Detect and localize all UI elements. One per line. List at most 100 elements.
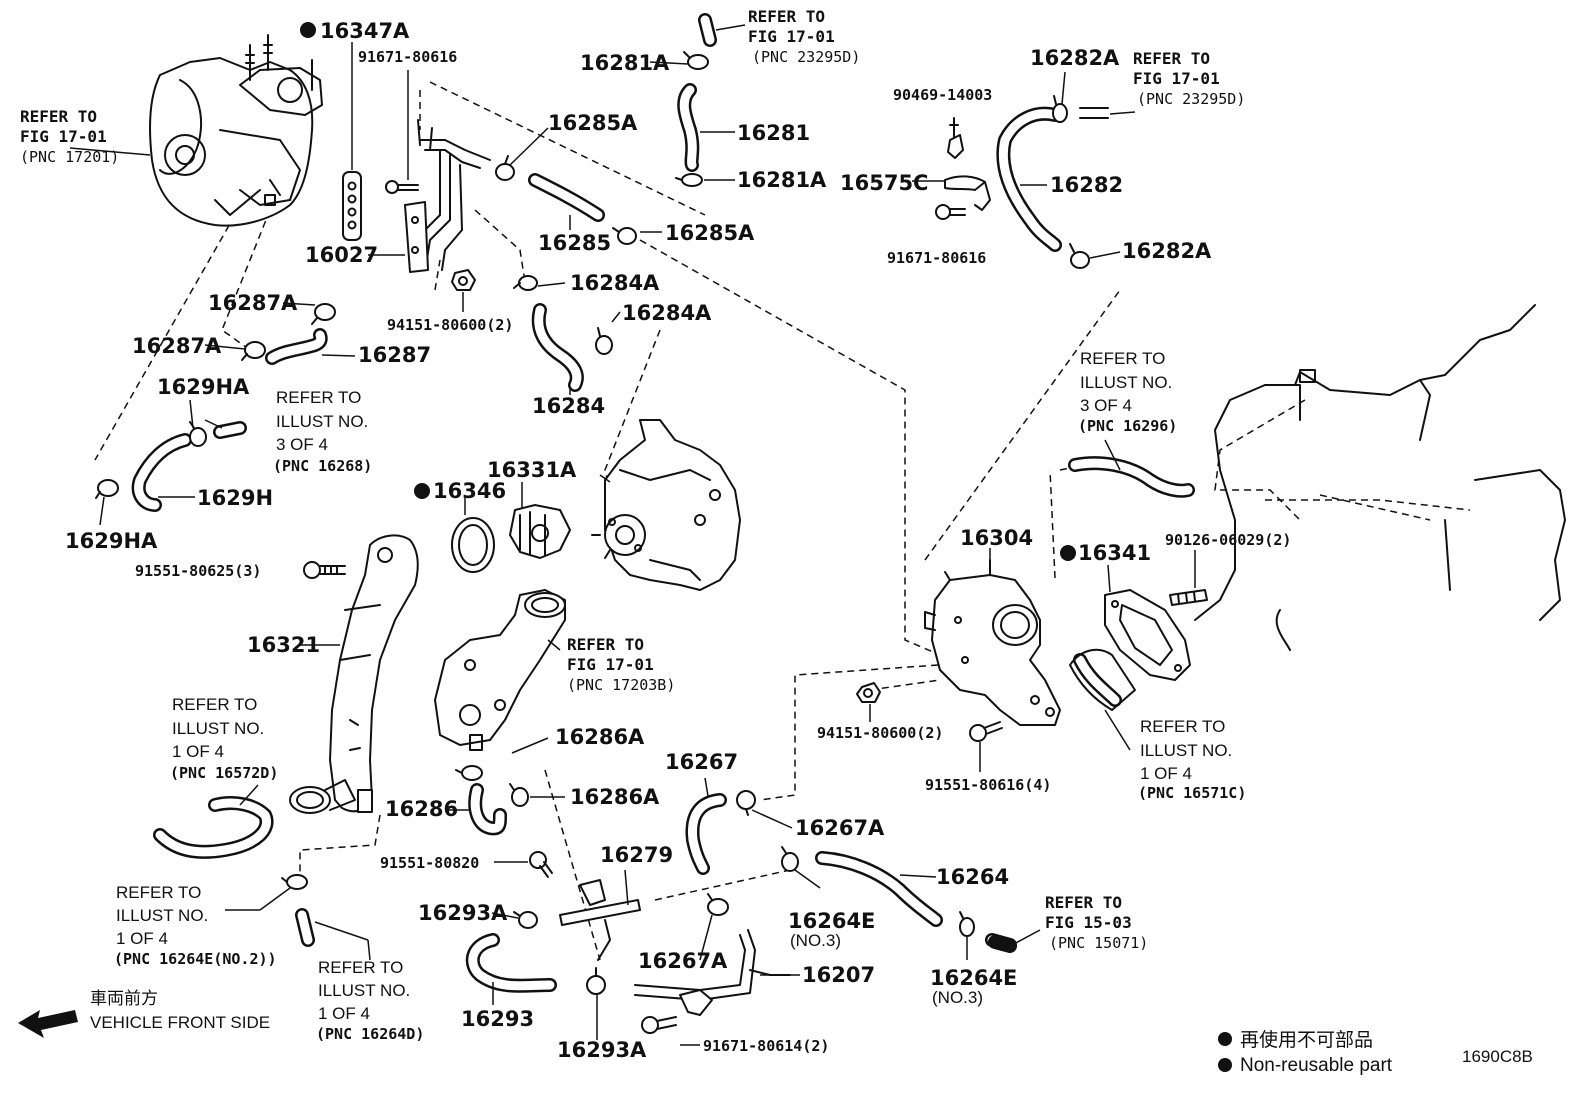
ref-fig1701-mid-line3: (PNC 17203B) — [567, 676, 675, 694]
label-91551-80820: 91551-80820 — [380, 854, 479, 872]
water-pump — [591, 419, 741, 591]
label-16267a-top: 16267A — [795, 816, 885, 840]
ref-fig1701-mid-line1: REFER TO — [567, 635, 644, 654]
ref-fig1701-mid-line2: FIG 17-01 — [567, 655, 654, 674]
ref-illust-1of4-left-line4: (PNC 16572D) — [170, 764, 278, 782]
ref-fig1701-right-line2: FIG 17-01 — [1133, 69, 1220, 88]
ref-illust-1of4-264d: REFER TO ILLUST NO. 1 OF 4 (PNC 16264D) — [316, 958, 424, 1043]
label-16285: 16285 — [538, 231, 611, 255]
ref-illust-264e-line2: ILLUST NO. — [116, 906, 208, 925]
water-outlet-housing — [434, 589, 566, 751]
clamp-16281a-mid — [675, 173, 703, 187]
label-16331a: 16331A — [487, 458, 577, 482]
label-16281a-top: 16281A — [580, 51, 670, 75]
label-16293a-top: 16293A — [418, 901, 508, 925]
clamp-1629ha-bot — [95, 479, 119, 499]
gasket-16341 — [1104, 564, 1191, 681]
label-16286: 16286 — [385, 797, 458, 821]
ref-illust-264d-line3: 1 OF 4 — [318, 1004, 370, 1023]
ref-illust-3of4-right-line3: 3 OF 4 — [1080, 396, 1132, 415]
legend-dot-jp — [1218, 1032, 1232, 1046]
label-16575c: 16575C — [840, 171, 928, 195]
non-reusable-dot-16341 — [1060, 545, 1076, 561]
ref-fig1701-right: REFER TO FIG 17-01 (PNC 23295D) — [1133, 49, 1245, 108]
legend-label-jp: 再使用不可部品 — [1240, 1029, 1373, 1051]
label-16264e-bot: 16264E — [930, 966, 1017, 990]
ref-fig1701-top-line2: FIG 17-01 — [748, 27, 835, 46]
ref-fig1503: REFER TO FIG 15-03 (PNC 15071) — [1045, 893, 1148, 952]
clamp-16267a-bot — [707, 893, 729, 916]
label-1629h: 1629H — [197, 486, 273, 510]
clamp-16282a-bot — [1069, 243, 1090, 269]
label-16287a-bot: 16287A — [132, 334, 222, 358]
hose-clamps — [95, 51, 1090, 995]
clamp-16285a-bot — [612, 227, 637, 245]
label-16264: 16264 — [936, 865, 1009, 889]
ref-illust-3of4-right-line4: (PNC 16296) — [1078, 417, 1177, 435]
label-91551-80616: 91551-80616(4) — [925, 776, 1051, 794]
water-pipe-16027 — [368, 70, 491, 273]
hoses — [131, 13, 1195, 993]
water-outlet-16304 — [924, 548, 1061, 726]
illustration-code: 1690C8B — [1462, 1047, 1533, 1066]
label-16287: 16287 — [358, 343, 431, 367]
ref-illust-264e-line4: (PNC 16264E(NO.2)) — [114, 950, 277, 968]
gasket-16347a — [342, 42, 362, 241]
vehicle-front-arrow — [18, 1010, 78, 1038]
label-16346: 16346 — [433, 479, 506, 503]
leader-lines — [69, 24, 1136, 1040]
label-16284a-mid: 16284A — [622, 301, 712, 325]
ref-illust-3of4-left-line4: (PNC 16268) — [273, 457, 372, 475]
ref-illust-1of4-left-line1: REFER TO — [172, 695, 257, 714]
legend-label-en: Non-reusable part — [1240, 1055, 1393, 1076]
label-16267a-bot: 16267A — [638, 949, 728, 973]
clamp-16284a-top — [513, 275, 538, 291]
label-16285a-top: 16285A — [548, 111, 638, 135]
bolt-91671-80614 — [641, 1016, 700, 1046]
turbocharger-assembly — [149, 34, 323, 227]
label-16282: 16282 — [1050, 173, 1123, 197]
label-16304: 16304 — [960, 526, 1033, 550]
clamp-16286a-bot — [509, 783, 529, 807]
label-90469-14003: 90469-14003 — [893, 86, 992, 104]
ref-illust-1of4-right: REFER TO ILLUST NO. 1 OF 4 (PNC 16571C) — [1138, 717, 1246, 802]
label-16285a-bot: 16285A — [665, 221, 755, 245]
clamp-16264e-bot — [959, 911, 975, 937]
ref-fig1503-line1: REFER TO — [1045, 893, 1122, 912]
reference-callouts: REFER TO FIG 17-01 (PNC 23295D) REFER TO… — [20, 7, 1246, 1043]
label-16264e-mid-no: (NO.3) — [790, 931, 841, 950]
ref-fig1701-top-line3: (PNC 23295D) — [752, 48, 860, 66]
bolt-91551-80820 — [529, 851, 553, 878]
engine-block-outline — [1194, 304, 1566, 651]
non-reusable-dot-16346 — [414, 483, 430, 499]
label-16286a-bot: 16286A — [570, 785, 660, 809]
label-16284: 16284 — [532, 394, 605, 418]
clamp-ref-264e — [281, 874, 308, 890]
ref-illust-3of4-right-line2: ILLUST NO. — [1080, 373, 1172, 392]
ref-illust-264e-line1: REFER TO — [116, 883, 201, 902]
ref-fig1503-line3: (PNC 15071) — [1049, 934, 1148, 952]
clamp-16264e-mid — [781, 846, 799, 872]
assembly-dash-lines — [94, 81, 1471, 961]
clamp-16286a-top — [455, 765, 483, 781]
stud-90126-06029 — [1169, 550, 1208, 606]
label-16286a-top: 16286A — [555, 725, 645, 749]
label-16293: 16293 — [461, 1007, 534, 1031]
label-94151-80600-bot: 94151-80600(2) — [817, 724, 943, 742]
ref-illust-1of4-left: REFER TO ILLUST NO. 1 OF 4 (PNC 16572D) — [170, 695, 278, 782]
ref-illust-3of4-left-line1: REFER TO — [276, 388, 361, 407]
clamp-16293a-top — [513, 911, 538, 929]
clamp-16287a-top — [311, 303, 336, 325]
gasket-16346 — [451, 495, 495, 573]
bolt-91551-80616 — [969, 721, 1003, 772]
label-91671-80616-right: 91671-80616 — [887, 249, 986, 267]
legend-dot-en — [1218, 1058, 1232, 1072]
label-91671-80614: 91671-80614(2) — [703, 1037, 829, 1055]
ref-illust-3of4-left-line3: 3 OF 4 — [276, 435, 328, 454]
label-16264e-bot-no: (NO.3) — [932, 988, 983, 1007]
label-16207: 16207 — [802, 963, 875, 987]
ref-fig1701-left-line1: REFER TO — [20, 107, 97, 126]
clamp-16281a-top — [683, 51, 709, 70]
label-16281a-mid: 16281A — [737, 168, 827, 192]
tube-16279 — [559, 869, 641, 961]
